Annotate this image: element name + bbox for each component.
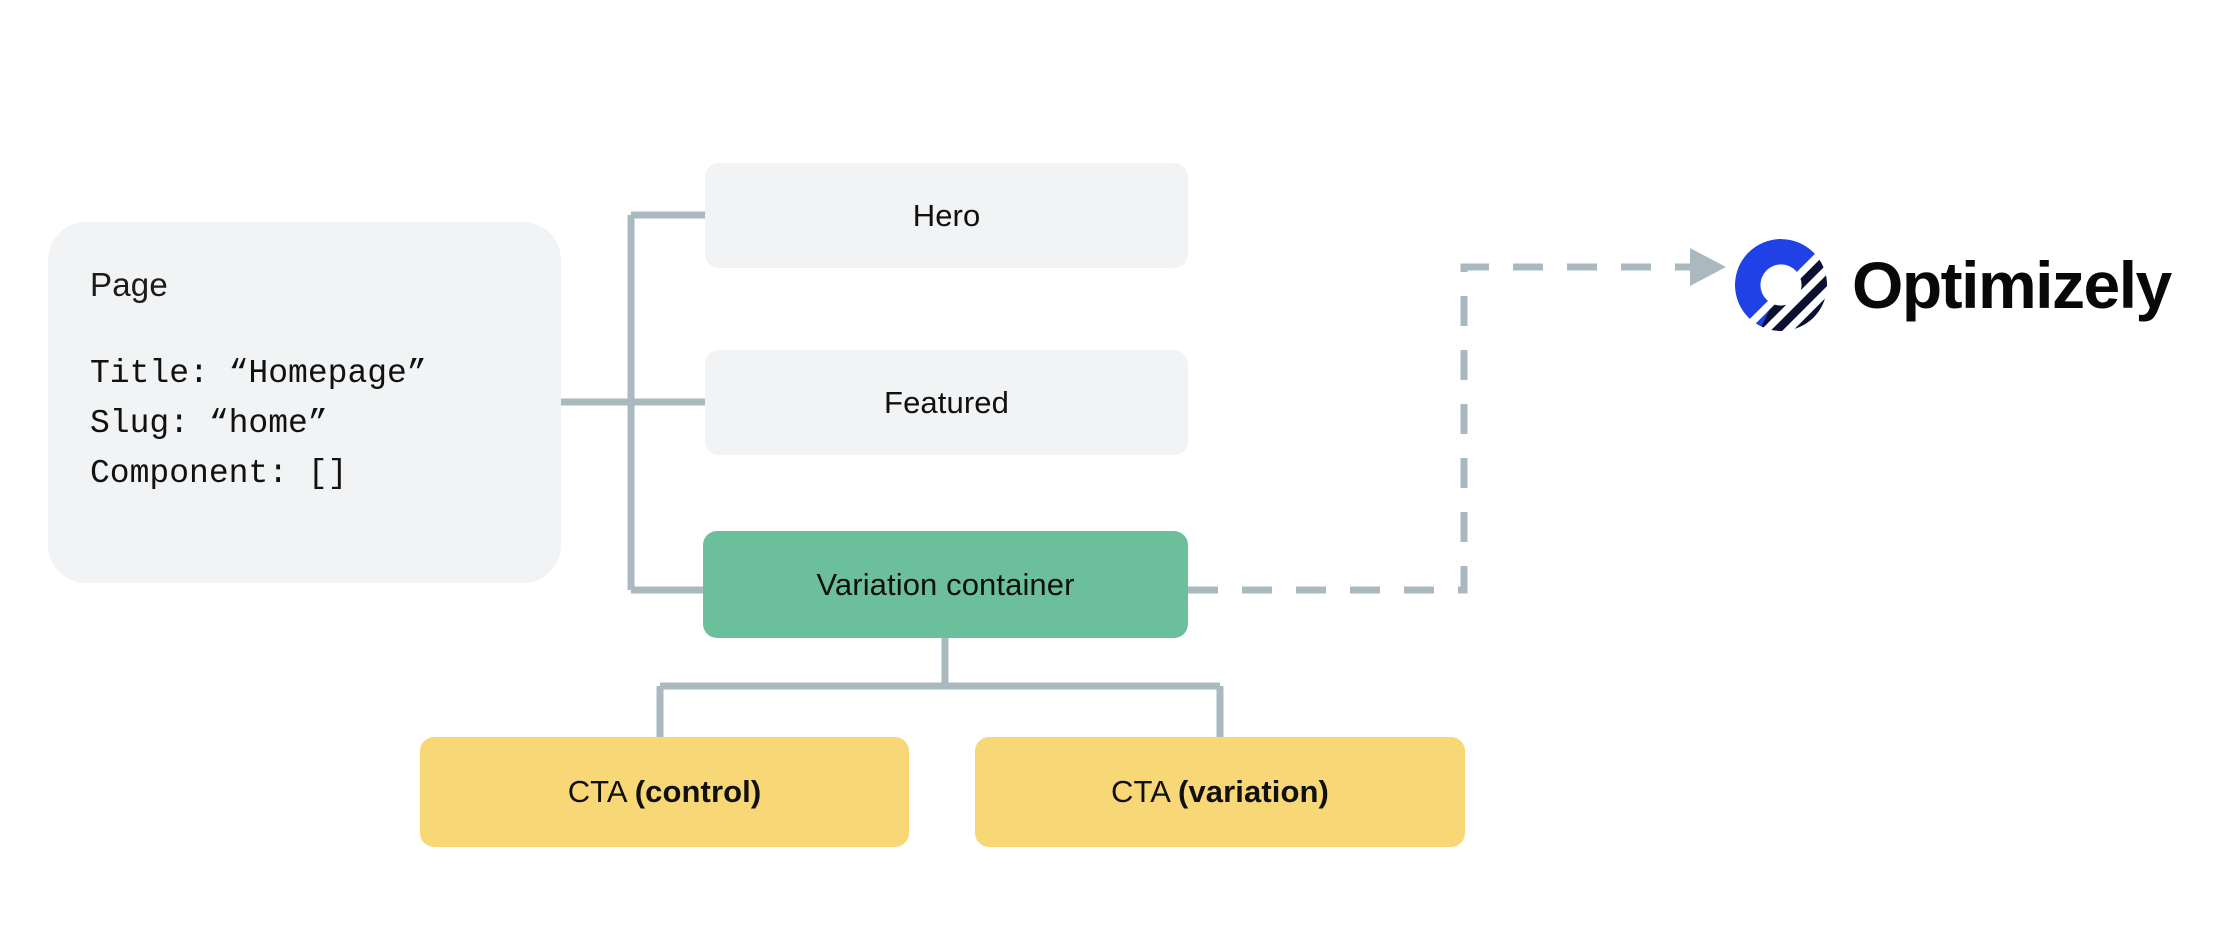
node-variation-container-label: Variation container [816, 566, 1075, 602]
node-cta-variation[interactable]: CTA (variation) [975, 737, 1465, 847]
page-card-title: Page [90, 266, 168, 303]
arrowhead-into-optimizely [1690, 248, 1726, 286]
node-hero[interactable]: Hero [705, 163, 1188, 268]
node-cta-control-label-bold: (control) [634, 774, 762, 809]
node-cta-control-label: CTA (control) [568, 774, 762, 810]
page-card-code-block: Title: “Homepage” Slug: “home” Component… [90, 355, 427, 492]
connector-variation-to-ctas [656, 638, 1224, 737]
optimizely-logo-lockup: Optimizely [1732, 236, 2172, 334]
optimizely-logo-mark [1733, 236, 1830, 334]
optimizely-wordmark: Optimizely [1852, 248, 2172, 322]
page-card: Page Title: “Homepage” Slug: “home” Comp… [48, 222, 561, 583]
node-featured-label: Featured [884, 384, 1009, 420]
node-cta-variation-label: CTA (variation) [1111, 774, 1329, 810]
node-featured[interactable]: Featured [705, 350, 1188, 455]
node-variation-container[interactable]: Variation container [703, 531, 1188, 638]
node-cta-variation-label-bold: (variation) [1178, 774, 1329, 809]
node-cta-variation-label-plain: CTA [1111, 774, 1179, 809]
connector-variation-to-optimizely [1188, 263, 1700, 594]
node-hero-label: Hero [912, 197, 981, 233]
node-cta-control-label-plain: CTA [567, 774, 635, 809]
node-cta-control[interactable]: CTA (control) [420, 737, 909, 847]
